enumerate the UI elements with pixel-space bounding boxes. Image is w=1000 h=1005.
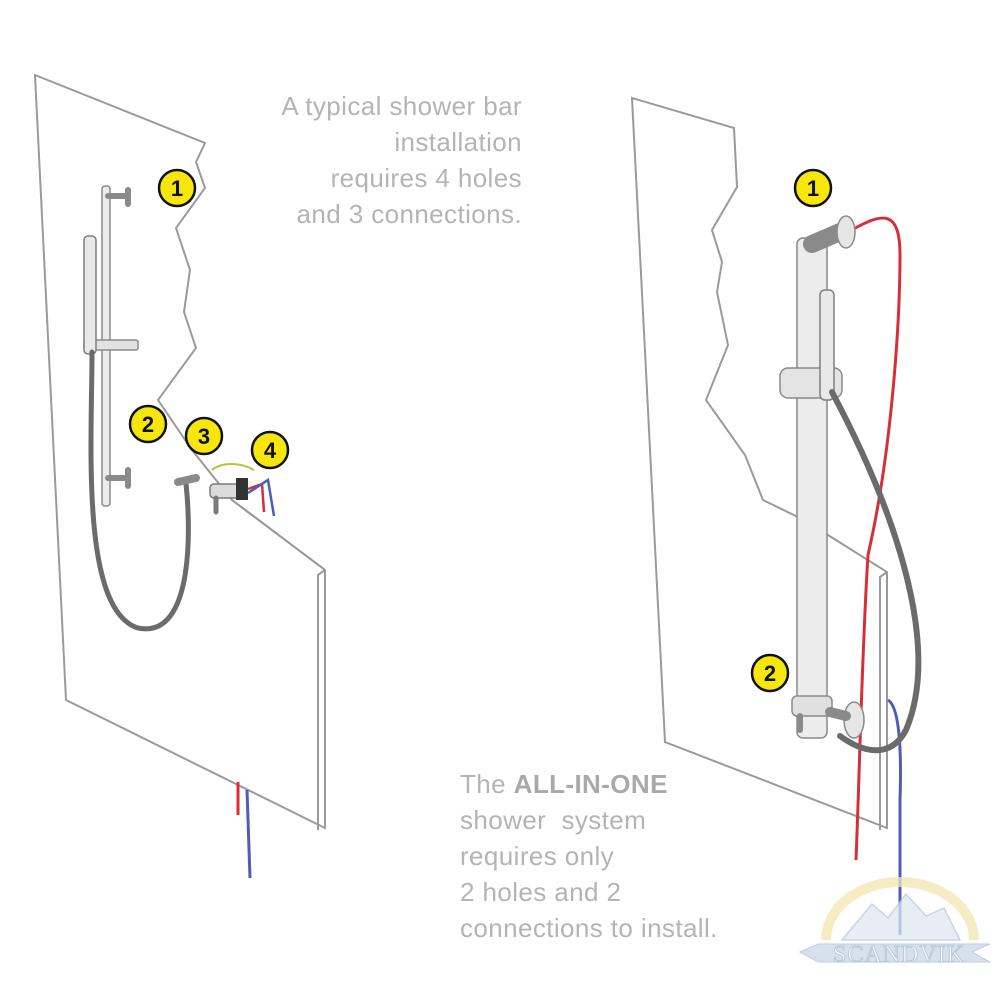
caption-prefix: The xyxy=(460,769,514,799)
caption-line: The ALL-IN-ONE xyxy=(460,766,790,802)
right-marker-1: 1 xyxy=(793,168,833,208)
scandvik-logo: SCANDVIK xyxy=(798,877,992,969)
left-bar-bottom-bracket xyxy=(105,467,131,489)
left-marker-2: 2 xyxy=(128,404,168,444)
left-bar-top-bracket xyxy=(105,187,131,207)
caption-product-name: ALL-IN-ONE xyxy=(513,769,668,799)
caption-line: and 3 connections. xyxy=(296,199,522,229)
left-handshower xyxy=(83,235,97,355)
caption-line: 2 holes and 2 xyxy=(460,877,622,907)
left-marker-1: 1 xyxy=(157,168,197,208)
right-wall-side xyxy=(879,571,888,830)
right-cold-pipe xyxy=(887,698,902,935)
marker-label: 1 xyxy=(171,176,183,201)
caption-line: shower system xyxy=(460,805,647,835)
right-handshower xyxy=(819,289,835,401)
logo-text: SCANDVIK xyxy=(833,942,965,968)
caption-all-in-one: The ALL-IN-ONE shower system requires on… xyxy=(460,766,790,946)
left-wall-edge xyxy=(231,499,326,571)
left-wall-outlet xyxy=(174,474,200,486)
right-installation xyxy=(630,96,922,935)
caption-line: A typical shower bar xyxy=(281,91,522,121)
right-column-elbow xyxy=(803,223,849,253)
marker-label: 3 xyxy=(198,424,210,449)
right-mixer-valve xyxy=(791,695,865,739)
left-wall-side xyxy=(317,569,326,830)
left-mixer-valve xyxy=(209,463,276,517)
marker-label: 2 xyxy=(142,412,154,437)
right-marker-2: 2 xyxy=(750,653,790,693)
caption-line: requires 4 holes xyxy=(330,163,522,193)
left-marker-3: 3 xyxy=(184,416,224,456)
caption-line: requires only xyxy=(460,841,615,871)
right-hose xyxy=(829,389,922,754)
left-marker-4: 4 xyxy=(250,430,290,470)
right-top-wall-flange xyxy=(836,215,856,249)
marker-label: 4 xyxy=(264,438,277,463)
marker-label: 1 xyxy=(807,176,819,201)
left-hose xyxy=(88,349,191,632)
marker-label: 2 xyxy=(764,661,776,686)
caption-line: installation xyxy=(394,127,522,157)
caption-line: connections to install. xyxy=(460,913,718,943)
left-installation xyxy=(33,73,326,879)
caption-typical-installation: A typical shower bar installation requir… xyxy=(200,88,522,232)
left-cold-pipe xyxy=(245,789,252,879)
